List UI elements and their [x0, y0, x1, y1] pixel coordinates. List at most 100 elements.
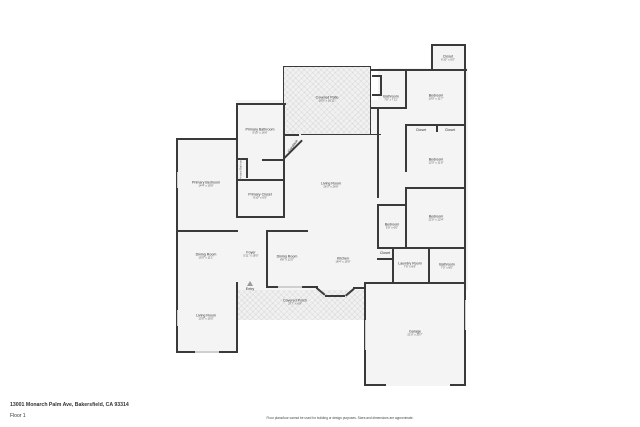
- wall: [236, 158, 248, 160]
- wall: [283, 134, 299, 136]
- room-dining-room-center: Dining Room 8'8" x 12'0": [277, 254, 298, 261]
- wall: [431, 44, 465, 46]
- wall: [370, 69, 406, 71]
- wall: [372, 94, 382, 96]
- floor-garage: [364, 290, 466, 386]
- room-name: Primary Bathroom: [245, 127, 275, 132]
- wall: [283, 66, 371, 67]
- room-name: Foyer: [246, 250, 256, 255]
- room-name: Primary Closet: [248, 192, 272, 197]
- room-dimensions: 27'7" x 6'8": [288, 301, 302, 306]
- room-closet-c: Closet: [380, 251, 390, 255]
- room-dimensions: 12'0" x 11'6": [428, 160, 444, 165]
- room-living-room-center: Living Room 26'3" x 26'6": [321, 181, 341, 188]
- room-name: Bedroom: [428, 157, 444, 162]
- room-dimensions: 21'0" x 20'7": [407, 332, 423, 337]
- room-dimensions: 18'4" x 16'0": [335, 259, 351, 264]
- room-garage: Garage 21'0" x 20'7": [407, 329, 422, 336]
- room-bedroom-top: Bedroom 10'0" x 11'7": [428, 93, 443, 100]
- room-dimensions: 10'0" x 11'7": [428, 96, 444, 101]
- room-name: Covered Porch: [283, 298, 307, 303]
- wall: [176, 138, 238, 140]
- wall: [405, 124, 466, 126]
- room-dimensions: 18'5" x 16'11": [318, 98, 336, 103]
- wall: [405, 69, 467, 71]
- wall: [246, 158, 248, 178]
- wall: [464, 124, 466, 284]
- window: [177, 172, 178, 188]
- room-primary-closet: Primary Closet 9'10" x 6'9": [248, 192, 272, 199]
- room-name: Living Room: [196, 313, 216, 318]
- room-name: Closet: [379, 250, 391, 255]
- room-name: Laundry Room: [398, 261, 422, 266]
- room-name: Bedroom: [384, 222, 400, 227]
- room-name: Closet: [415, 127, 427, 132]
- room-name: Living Room: [321, 181, 341, 186]
- wall: [377, 258, 393, 260]
- room-dimensions: 7'8" x 7'11": [384, 97, 398, 102]
- room-primary-bedroom: Primary Bedroom 14'4" x 19'9": [192, 180, 220, 187]
- room-dimensions: 6'10" x 5'0": [441, 57, 455, 62]
- wall: [370, 66, 371, 134]
- room-name: Bedroom: [428, 93, 444, 98]
- wall: [364, 384, 386, 386]
- room-dimensions: 13'0" x 16'0": [198, 316, 214, 321]
- wall: [450, 384, 466, 386]
- room-name: Primary Bedroom: [192, 180, 220, 185]
- room-name: Closet: [442, 54, 454, 59]
- room-dimensions: 9'10" x 16'6": [252, 130, 268, 135]
- floor-label: Floor 1: [10, 413, 26, 419]
- wall: [377, 204, 407, 206]
- window: [278, 286, 302, 288]
- wall: [325, 295, 345, 297]
- room-living-room-left: Living Room 13'0" x 16'0": [196, 313, 216, 320]
- room-primary-bathroom: Primary Bathroom 9'10" x 16'6": [246, 127, 275, 134]
- room-dimensions: 5'0" x 6'0": [385, 225, 399, 230]
- room-bedroom-mid: Bedroom 12'0" x 11'6": [428, 157, 443, 164]
- wall: [236, 179, 285, 181]
- wall: [266, 230, 308, 232]
- wall: [377, 247, 466, 249]
- room-dimensions: 5'11" x 18'0": [243, 253, 259, 258]
- room-closet-a: Closet: [416, 128, 426, 132]
- room-dimensions: 9'10" x 6'9": [253, 195, 267, 200]
- wall: [380, 75, 382, 95]
- wall: [266, 230, 268, 287]
- wall: [370, 107, 406, 109]
- room-bathroom-lower: Bathroom 7'0" x 8'0": [439, 262, 455, 269]
- room-dining-room-left: Dining Room 15'0" x 11'1": [196, 252, 217, 259]
- room-name: Bathroom: [383, 94, 399, 99]
- floor-left-wing: [176, 138, 236, 352]
- room-dimensions: 14'4" x 19'9": [198, 183, 214, 188]
- covered-patio-area: [283, 66, 371, 134]
- wall: [405, 124, 407, 172]
- wall: [353, 287, 366, 289]
- room-entry: Entry: [246, 287, 254, 291]
- wall: [372, 75, 382, 77]
- wall: [377, 108, 379, 198]
- room-dimensions: 15'0" x 11'1": [198, 255, 214, 260]
- wall: [283, 103, 285, 160]
- room-name: Bedroom: [428, 214, 444, 219]
- wall: [236, 282, 238, 353]
- wall: [436, 124, 438, 132]
- wall: [392, 247, 394, 283]
- room-name: Primary Bathroom: [238, 157, 243, 181]
- room-name: Bathroom: [439, 262, 455, 267]
- entry-arrow-icon: [247, 281, 253, 286]
- wall: [236, 103, 286, 105]
- room-primary-bathroom-small: Primary Bathroom: [238, 157, 243, 181]
- floor-closet-top: [431, 44, 465, 70]
- room-bathroom-top: Bathroom 7'8" x 7'11": [383, 94, 399, 101]
- wall: [283, 66, 284, 134]
- wall: [405, 69, 407, 109]
- wall: [431, 44, 433, 70]
- room-name: Garage: [409, 329, 421, 334]
- wall: [377, 204, 379, 248]
- room-dimensions: 26'3" x 26'6": [323, 184, 339, 189]
- room-closet-b: Closet: [445, 128, 455, 132]
- wall: [405, 187, 466, 189]
- room-name: Closet: [444, 127, 456, 132]
- window: [365, 320, 366, 350]
